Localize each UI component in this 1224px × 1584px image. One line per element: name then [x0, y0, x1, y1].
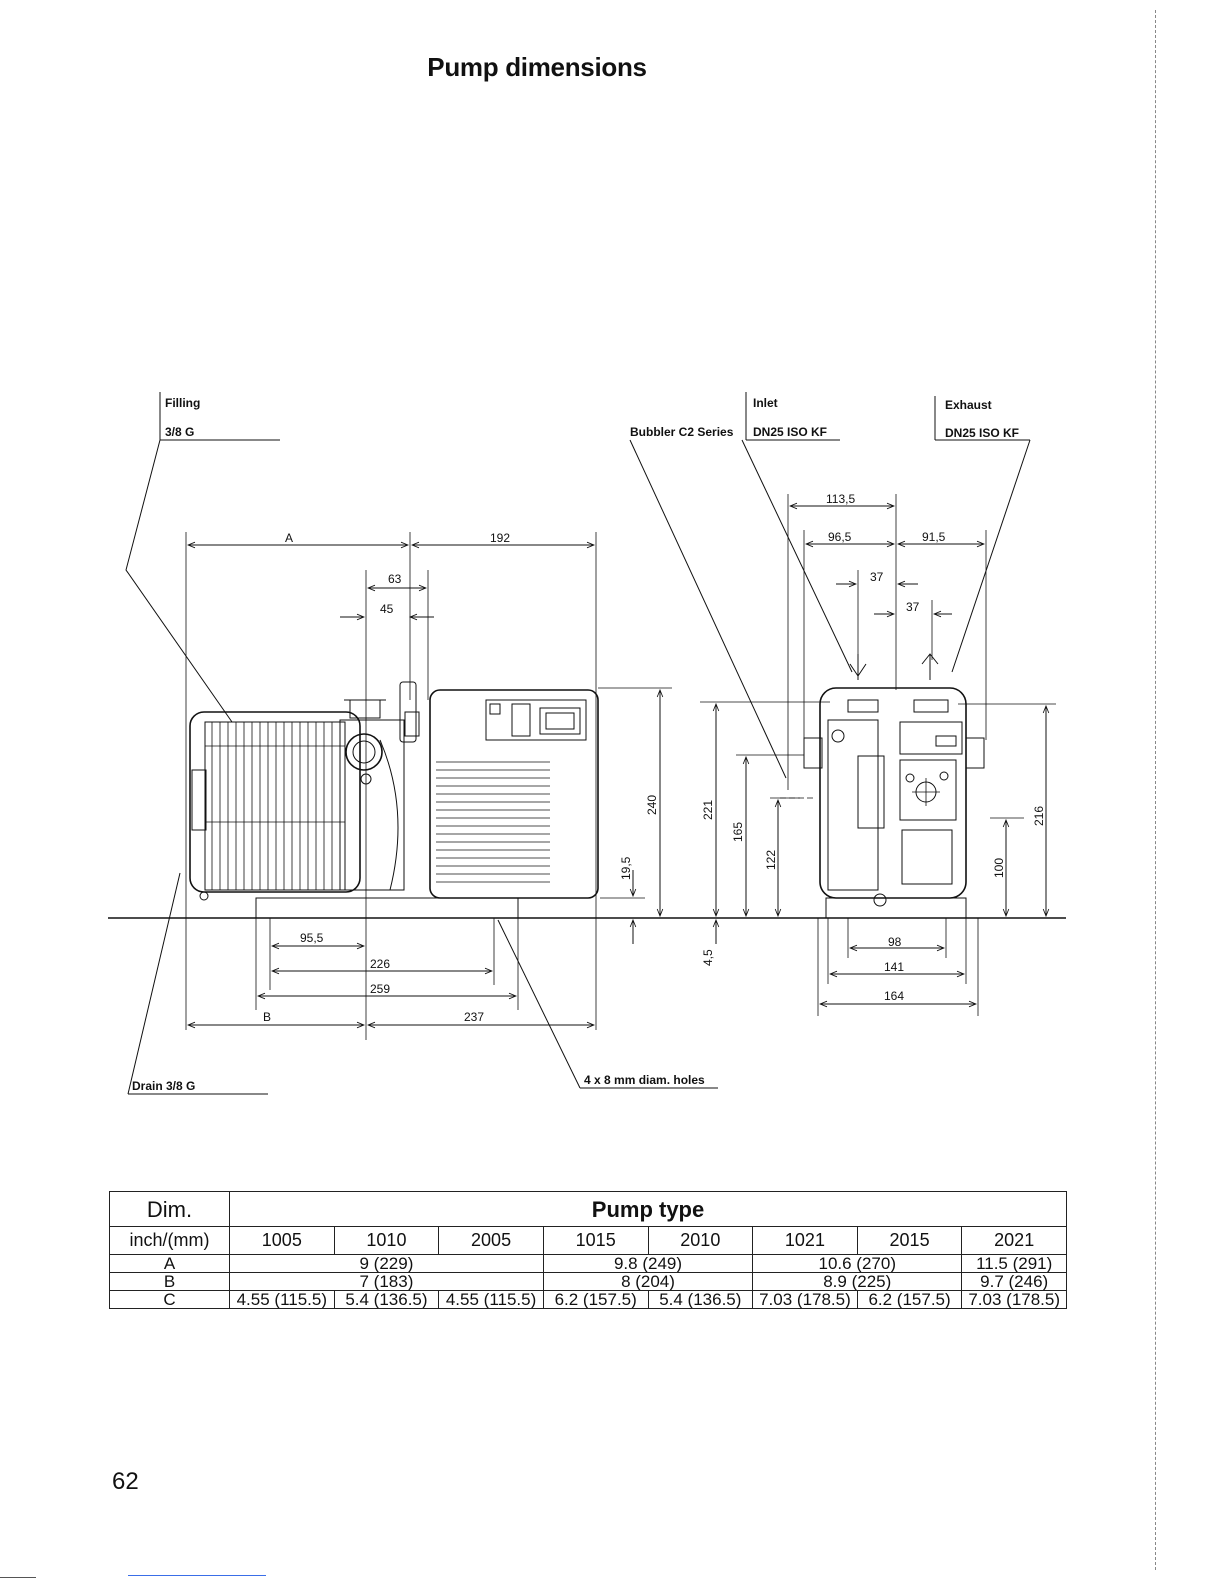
- holes-callout: 4 x 8 mm diam. holes: [497, 919, 718, 1089]
- dim-98: 98: [888, 935, 902, 949]
- c-value: 6.2 (157.5): [856, 1290, 963, 1309]
- exhaust-callout: Exhaust DN25 ISO KF: [934, 396, 1031, 673]
- page-title: Pump dimensions: [427, 52, 647, 82]
- inlet-label: Inlet: [753, 396, 778, 410]
- dim-221: 221: [701, 800, 715, 820]
- dim-45: 45: [380, 602, 394, 616]
- dim-37-a: 37: [870, 570, 884, 584]
- type-1010: 1010: [333, 1226, 440, 1255]
- a-group-4: 11.5 (291): [961, 1254, 1067, 1273]
- filling-label: Filling: [165, 396, 200, 410]
- inlet-size-label: DN25 ISO KF: [753, 425, 827, 439]
- bubbler-label: Bubbler C2 Series: [630, 425, 734, 439]
- b-group-1: 7 (183): [229, 1272, 544, 1291]
- c-value: 5.4 (136.5): [333, 1290, 440, 1309]
- dim-141: 141: [884, 960, 904, 974]
- dim-4-5: 4,5: [701, 949, 715, 966]
- dim-259: 259: [370, 982, 390, 996]
- row-label-a: A: [109, 1254, 230, 1273]
- binding-edge: [1155, 10, 1156, 1570]
- type-1005: 1005: [229, 1226, 335, 1255]
- side-view-pump: [189, 681, 599, 919]
- inlet-callout: Inlet DN25 ISO KF: [741, 392, 853, 673]
- table-row: A 9 (229) 9.8 (249) 10.6 (270) 11.5 (291…: [109, 1254, 1067, 1273]
- dim-91-5: 91,5: [922, 530, 946, 544]
- pump-dimension-table: Dim. Pump type inch/(mm) 1005 1010 2005 …: [109, 1191, 1067, 1309]
- b-group-4: 9.7 (246): [961, 1272, 1067, 1291]
- exhaust-label: Exhaust: [945, 398, 992, 412]
- page-number: 62: [112, 1468, 139, 1495]
- type-2015: 2015: [856, 1226, 963, 1255]
- dim-100: 100: [992, 858, 1006, 878]
- b-group-3: 8.9 (225): [752, 1272, 963, 1291]
- row-label-c: C: [109, 1290, 230, 1309]
- footer-rule: [128, 1575, 266, 1576]
- dim-192: 192: [490, 531, 510, 545]
- dim-216: 216: [1032, 806, 1046, 826]
- a-group-1: 9 (229): [229, 1254, 544, 1273]
- dim-a: A: [285, 531, 293, 545]
- row-label-b: B: [109, 1272, 230, 1291]
- side-view-dimensions: A 192 63 45 240 19,5 95,5 226 259 B 237: [185, 531, 672, 1040]
- filling-callout: Filling 3/8 G: [125, 392, 280, 723]
- dim-header: Dim.: [109, 1191, 230, 1227]
- bubbler-callout: Bubbler C2 Series: [629, 425, 787, 779]
- dim-165: 165: [731, 822, 745, 842]
- holes-label: 4 x 8 mm diam. holes: [584, 1073, 705, 1087]
- pump-type-header: Pump type: [229, 1191, 1067, 1227]
- dim-37-b: 37: [906, 600, 920, 614]
- a-group-3: 10.6 (270): [752, 1254, 963, 1273]
- dim-b: B: [263, 1010, 271, 1024]
- type-1015: 1015: [542, 1226, 649, 1255]
- c-value: 7.03 (178.5): [752, 1290, 858, 1309]
- front-view-dimensions: 113,5 96,5 91,5 37 37 221 165 122 4,5 21…: [700, 492, 1056, 1016]
- a-group-2: 9.8 (249): [542, 1254, 754, 1273]
- c-value: 5.4 (136.5): [647, 1290, 754, 1309]
- drain-callout: Drain 3/8 G: [127, 872, 268, 1095]
- drain-label: Drain 3/8 G: [132, 1079, 195, 1093]
- dim-63: 63: [388, 572, 402, 586]
- dim-96-5: 96,5: [828, 530, 852, 544]
- b-group-2: 8 (204): [542, 1272, 754, 1291]
- c-value: 4.55 (115.5): [438, 1290, 544, 1309]
- c-value: 7.03 (178.5): [961, 1290, 1067, 1309]
- dim-95-5: 95,5: [300, 931, 324, 945]
- dim-164: 164: [884, 989, 904, 1003]
- type-2021: 2021: [961, 1226, 1067, 1255]
- dim-19-5: 19,5: [619, 856, 633, 880]
- filling-size-label: 3/8 G: [165, 425, 194, 439]
- type-1021: 1021: [752, 1226, 858, 1255]
- c-value: 6.2 (157.5): [542, 1290, 649, 1309]
- table-row: C 4.55 (115.5) 5.4 (136.5) 4.55 (115.5) …: [109, 1290, 1067, 1309]
- type-2005: 2005: [438, 1226, 544, 1255]
- c-value: 4.55 (115.5): [229, 1290, 335, 1309]
- dim-226: 226: [370, 957, 390, 971]
- front-view-pump: [780, 653, 985, 919]
- table-row: B 7 (183) 8 (204) 8.9 (225) 9.7 (246): [109, 1272, 1067, 1291]
- unit-header: inch/(mm): [109, 1226, 230, 1255]
- dim-237: 237: [464, 1010, 484, 1024]
- footer-mark: [0, 1577, 36, 1578]
- exhaust-size-label: DN25 ISO KF: [945, 426, 1019, 440]
- dim-122: 122: [764, 850, 778, 870]
- type-2010: 2010: [647, 1226, 754, 1255]
- dim-113-5: 113,5: [826, 492, 855, 506]
- dim-240: 240: [645, 795, 659, 815]
- pump-dimension-drawing: Filling 3/8 G Bubbler C2 Series Inlet DN…: [108, 392, 1066, 1095]
